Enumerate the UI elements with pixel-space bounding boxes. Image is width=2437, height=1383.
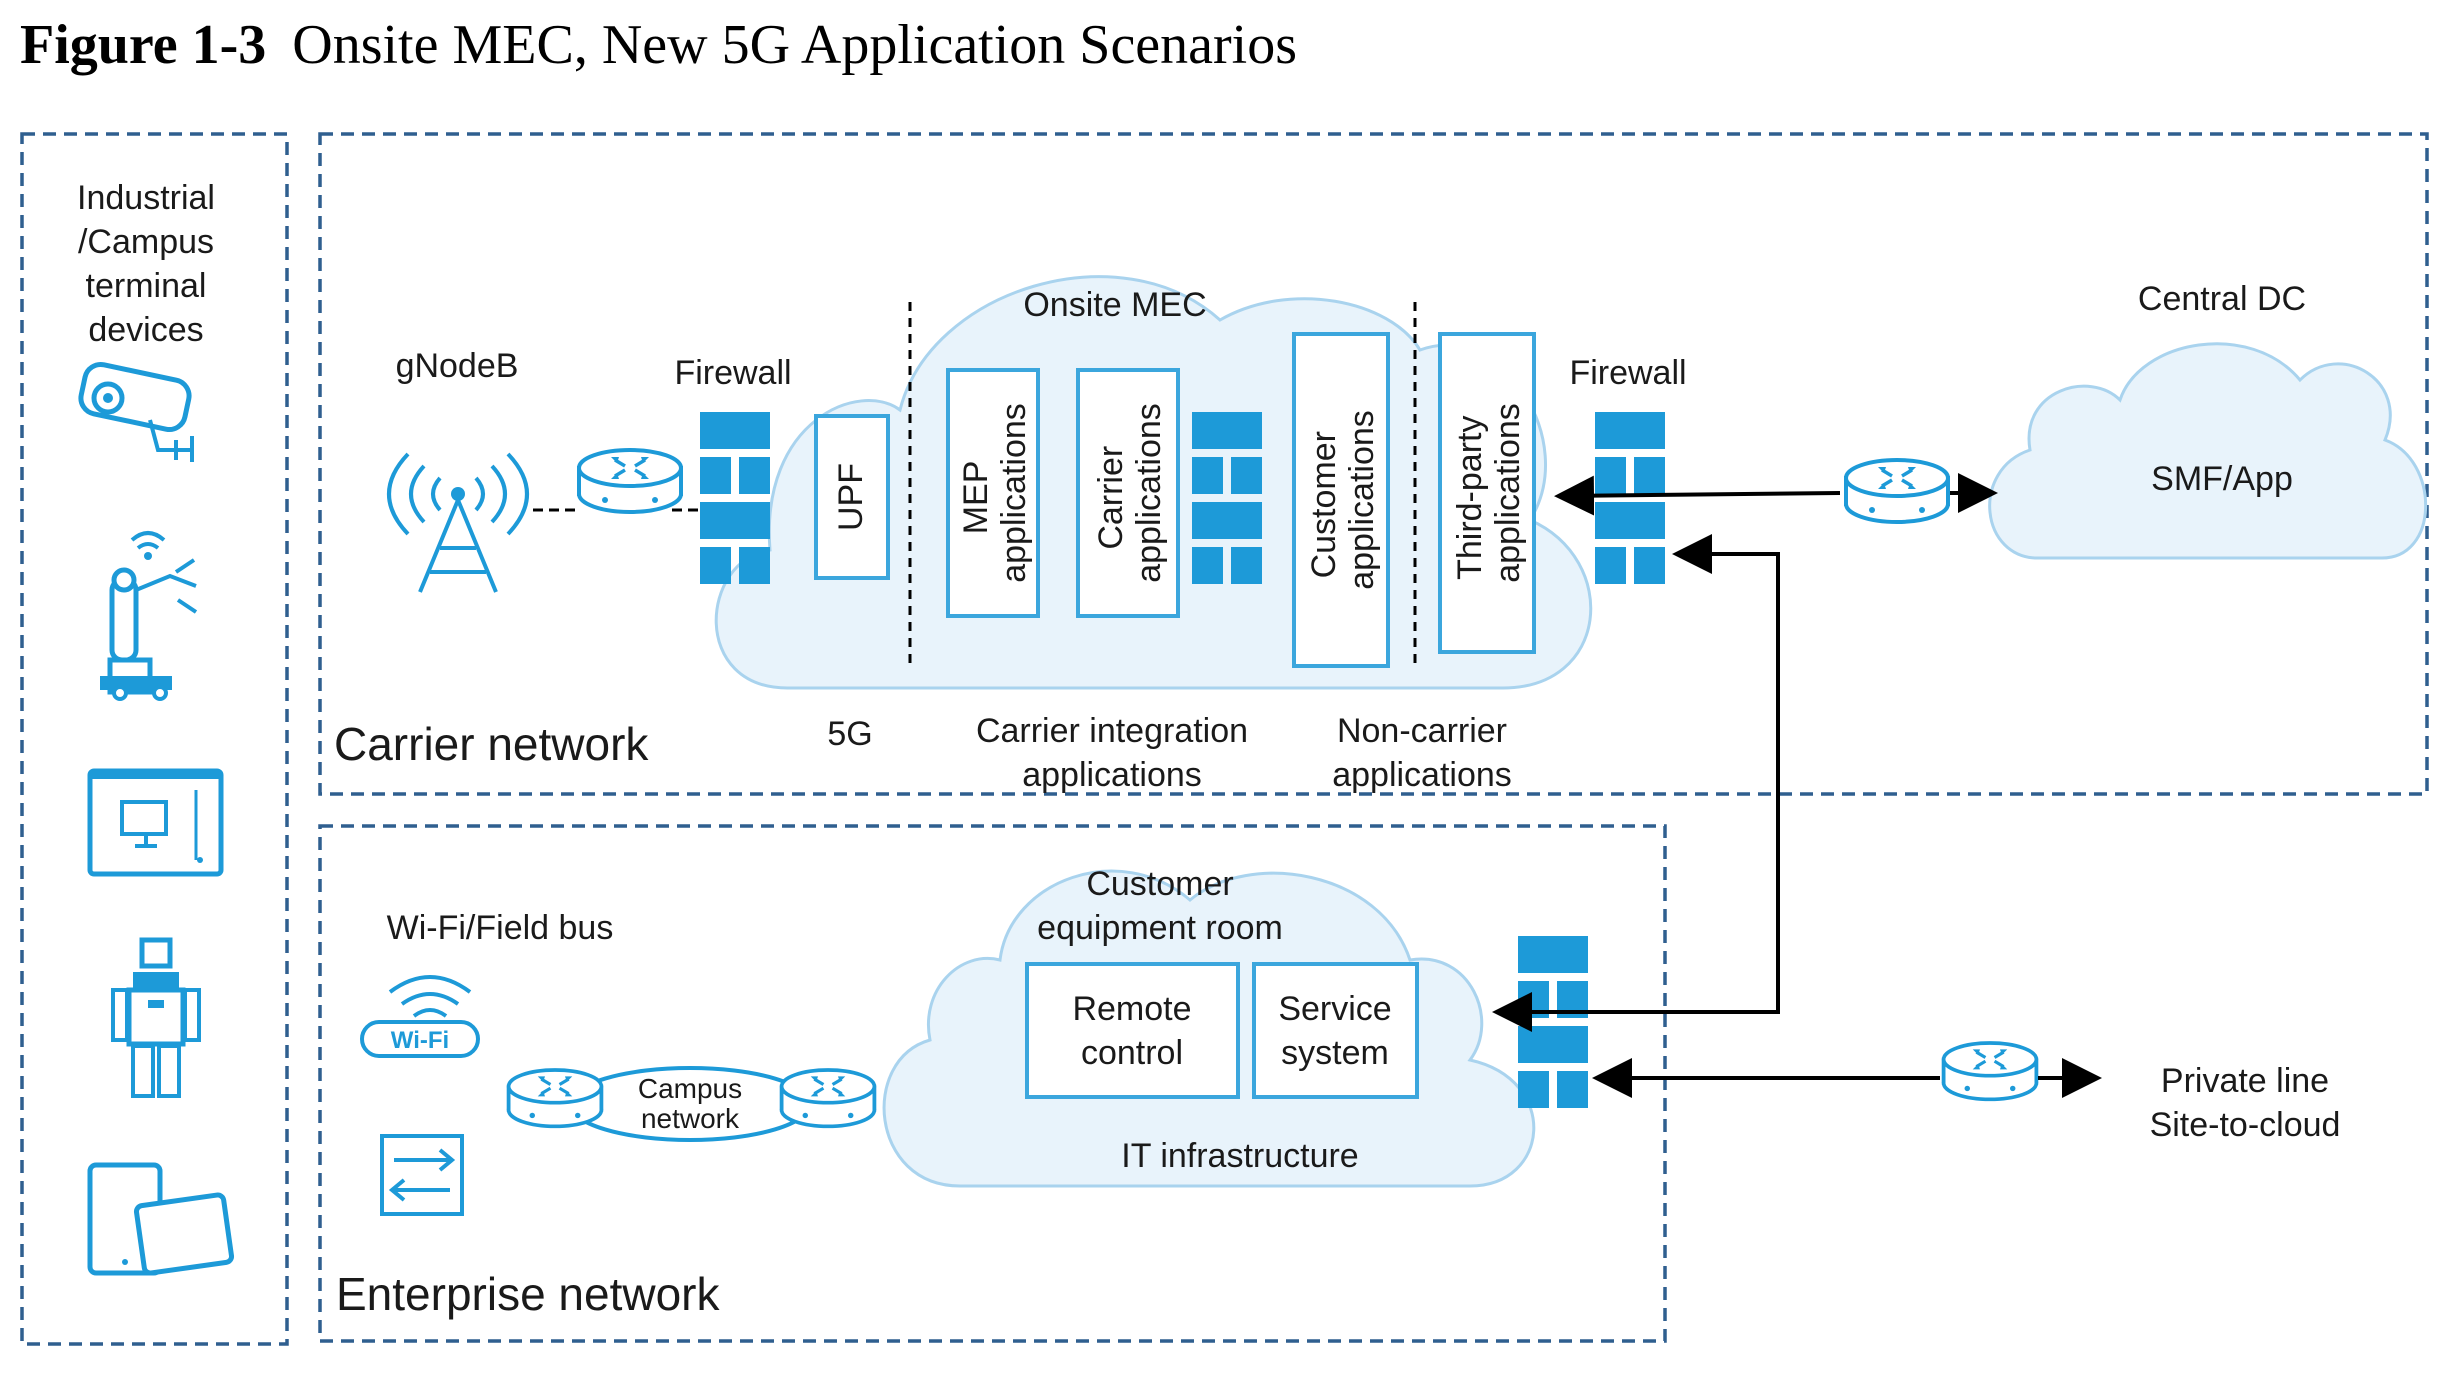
arrow-third-party-router (1554, 475, 1841, 516)
figure-title-number: Figure 1-3 (20, 14, 266, 76)
carrier-applications-box (1076, 368, 1180, 618)
wifi-badge-text: Wi-Fi (391, 1027, 449, 1054)
campus-line-2: network (641, 1103, 740, 1134)
carrier-applications-label: Carrier applications (1092, 403, 1168, 583)
terminal-devices-region (20, 132, 289, 1346)
group-carrier-line-1: Carrier integration (976, 712, 1248, 750)
mep-line-1: MEP (957, 461, 995, 534)
firewall-right-icon (1595, 412, 1665, 584)
carrier-network-label: Carrier network (334, 718, 649, 770)
terminal-label-line-4: devices (88, 311, 203, 349)
firewall-left-icon (700, 412, 770, 584)
carrier-network-region (318, 132, 2429, 796)
customer-applications-box (1292, 332, 1390, 668)
enterprise-network-region (318, 824, 1667, 1343)
wifi-fieldbus-label: Wi-Fi/Field bus (387, 909, 614, 947)
room-line-2: equipment room (1037, 909, 1283, 947)
figure-title: Figure 1-3 Onsite MEC, New 5G Applicatio… (20, 14, 1297, 76)
private-line-2: Site-to-cloud (2150, 1106, 2341, 1144)
carrier-app-line-2: applications (1130, 403, 1168, 583)
tablet-icon (87, 1162, 235, 1276)
firewall-left-label: Firewall (674, 354, 791, 392)
central-dc-label: Central DC (2138, 280, 2306, 318)
robot-arm-icon (100, 531, 198, 701)
third-party-line-1: Third-party (1451, 416, 1489, 580)
carrier-router-icon (577, 448, 683, 514)
terminal-devices-label: Industrial /Campus terminal devices (77, 179, 215, 349)
customer-applications-label: Customer applications (1305, 410, 1381, 590)
campus-router-right-icon (779, 1068, 877, 1129)
remote-line-2: control (1081, 1034, 1183, 1072)
campus-line-1: Campus (638, 1073, 742, 1104)
wifi-icon: Wi-Fi (360, 975, 480, 1058)
terminal-label-line-1: Industrial (77, 179, 215, 217)
arrow-enterprise-to-carrier-firewall (1492, 534, 1780, 1032)
upf-label: UPF (832, 463, 870, 531)
remote-control-box (1025, 962, 1240, 1099)
mep-applications-label: MEP applications (957, 403, 1033, 583)
robot-icon (111, 937, 201, 1098)
campus-router-left-icon (506, 1068, 604, 1129)
private-line-1: Private line (2161, 1062, 2329, 1100)
antenna-icon (387, 452, 529, 593)
terminal-label-line-2: /Campus (78, 223, 214, 261)
enterprise-network-label: Enterprise network (336, 1268, 720, 1320)
firewall-right-label: Firewall (1569, 354, 1686, 392)
it-infrastructure-label: IT infrastructure (1121, 1137, 1358, 1175)
terminal-screen-icon (87, 768, 224, 877)
customer-app-line-2: applications (1343, 410, 1381, 590)
service-line-1: Service (1278, 990, 1391, 1028)
private-line-router-icon (1941, 1041, 2039, 1102)
customer-app-line-1: Customer (1305, 431, 1343, 578)
group-noncarrier-line-1: Non-carrier (1337, 712, 1507, 750)
switch-icon (380, 1134, 464, 1216)
room-line-1: Customer (1086, 865, 1233, 903)
mep-applications-box (946, 368, 1040, 618)
third-party-applications-label: Third-party applications (1451, 403, 1527, 583)
service-line-2: system (1281, 1034, 1389, 1072)
upf-box (814, 414, 890, 580)
mep-line-2: applications (995, 403, 1033, 583)
third-party-line-2: applications (1489, 403, 1527, 583)
gnodeb-label: gNodeB (396, 347, 519, 385)
group-5g-label: 5G (827, 715, 872, 753)
group-carrier-line-2: applications (1022, 756, 1202, 794)
carrier-app-line-1: Carrier (1092, 446, 1130, 550)
dc-router-icon (1844, 458, 1950, 524)
central-dc-cloud (1988, 342, 2428, 560)
smf-app-label: SMF/App (2151, 460, 2293, 498)
group-noncarrier-line-2: applications (1332, 756, 1512, 794)
firewall-enterprise-icon (1518, 936, 1588, 1108)
terminal-label-line-3: terminal (86, 267, 207, 305)
remote-line-1: Remote (1072, 990, 1191, 1028)
service-system-box (1252, 962, 1419, 1099)
camera-icon (78, 362, 194, 462)
figure-title-text: Onsite MEC, New 5G Application Scenarios (292, 14, 1297, 76)
onsite-mec-label: Onsite MEC (1023, 286, 1206, 324)
